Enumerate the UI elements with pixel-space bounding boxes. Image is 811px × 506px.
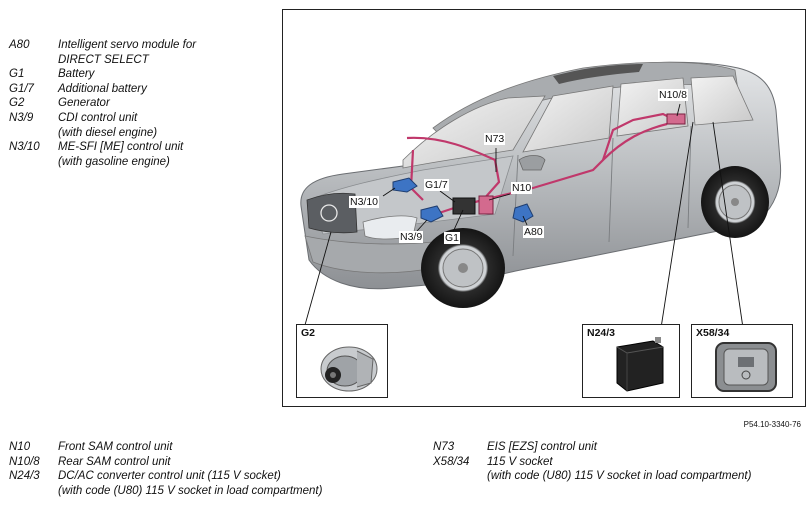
legend-code: G1/7: [9, 82, 34, 95]
inset-generator: G2: [296, 324, 388, 398]
legend-description: EIS [EZS] control unit: [487, 441, 597, 453]
label-n3-9: N3/9: [399, 231, 424, 243]
car-body: [300, 61, 782, 290]
legend-entry: G1 Battery: [9, 67, 196, 82]
vehicle-diagram: N10/8 N73 N10 G1/7 N3/10 N3/9 G1 A80 G2 …: [282, 9, 806, 407]
module-a80: [512, 203, 534, 223]
legend-code: [9, 484, 58, 499]
label-n73: N73: [484, 133, 506, 145]
figure-reference: P54.10-3340-76: [743, 420, 801, 429]
legend-entry: (with diesel engine): [9, 126, 196, 141]
socket-icon: [715, 342, 777, 392]
legend-description: (with code (U80) 115 V socket in load co…: [487, 470, 752, 483]
legend-description: (with diesel engine): [58, 126, 158, 139]
legend-code: A80: [9, 39, 30, 51]
legend-code: N3/10: [9, 141, 40, 154]
module-n10-8: [666, 113, 686, 125]
legend-code: [433, 469, 487, 484]
legend-description: Intelligent servo module for: [58, 39, 197, 51]
legend-description: Front SAM control unit: [58, 441, 173, 453]
legend-code: [9, 53, 58, 68]
inset-115v-socket: X58/34: [691, 324, 793, 398]
battery-g1-7: [452, 197, 476, 215]
label-n3-10: N3/10: [349, 196, 380, 208]
legend-description: Additional battery: [58, 82, 147, 95]
legend-description: Battery: [58, 68, 95, 81]
label-g1: G1: [444, 232, 461, 244]
inset-dc-ac-converter: N24/3: [582, 324, 680, 398]
legend-entry: N3/9 CDI control unit: [9, 111, 196, 126]
inset-label-g2: G2: [301, 327, 316, 339]
legend-description: 115 V socket: [487, 455, 553, 468]
legend-code: N3/9: [9, 111, 34, 124]
legend-description: Rear SAM control unit: [58, 455, 171, 468]
converter-icon: [616, 337, 664, 392]
inset-label-x58-34: X58/34: [696, 327, 730, 339]
legend-description: DC/AC converter control unit (115 V sock…: [58, 470, 281, 483]
rear-wheel: [701, 166, 769, 238]
legend-entry: G2 Generator: [9, 96, 196, 111]
legend-entry: N3/10 ME-SFI [ME] control unit: [9, 140, 196, 155]
legend-entry: N24/3 DC/AC converter control unit (115 V…: [9, 469, 322, 484]
legend-code: G2: [9, 97, 25, 110]
legend-description: Generator: [58, 97, 110, 110]
legend-description: CDI control unit: [58, 111, 138, 124]
label-g1-7: G1/7: [424, 179, 449, 191]
legend-entry: X58/34 115 V socket: [433, 455, 751, 470]
label-n10: N10: [511, 182, 533, 194]
legend-entry: A80 Intelligent servo module for: [9, 38, 196, 53]
front-wheel: [421, 228, 505, 308]
legend-code: [9, 126, 58, 141]
label-n10-8: N10/8: [658, 89, 689, 101]
legend-description: ME-SFI [ME] control unit: [58, 141, 184, 154]
leader-lines: [304, 103, 744, 329]
legend-entry: (with gasoline engine): [9, 155, 196, 170]
legend-code: N10: [9, 441, 31, 453]
legend-description: DIRECT SELECT: [58, 53, 149, 66]
legend-code: N24/3: [9, 470, 40, 483]
inset-label-n24-3: N24/3: [587, 327, 616, 339]
module-n10: [478, 195, 494, 215]
legend-entry: N10/8 Rear SAM control unit: [9, 455, 322, 470]
label-a80: A80: [523, 226, 544, 238]
legend-code: N73: [433, 441, 455, 453]
legend-entry: G1/7 Additional battery: [9, 82, 196, 97]
legend-entry: (with code (U80) 115 V socket in load co…: [433, 469, 751, 484]
legend-entry: DIRECT SELECT: [9, 53, 196, 68]
legend-entry: N10 Front SAM control unit: [9, 440, 322, 455]
legend-code: [9, 155, 58, 170]
legend-description: (with code (U80) 115 V socket in load co…: [58, 484, 323, 497]
legend-code: X58/34: [433, 455, 470, 468]
generator-icon: [320, 346, 378, 392]
legend-code: G1: [9, 68, 25, 81]
legend-entry: N73 EIS [EZS] control unit: [433, 440, 751, 455]
module-n3-9: [420, 205, 444, 223]
module-n3-10: [392, 177, 418, 193]
wiring-harness: [406, 112, 680, 217]
legend-description: (with gasoline engine): [58, 155, 170, 168]
legend-code: N10/8: [9, 455, 40, 468]
legend-entry: (with code (U80) 115 V socket in load co…: [9, 484, 322, 499]
